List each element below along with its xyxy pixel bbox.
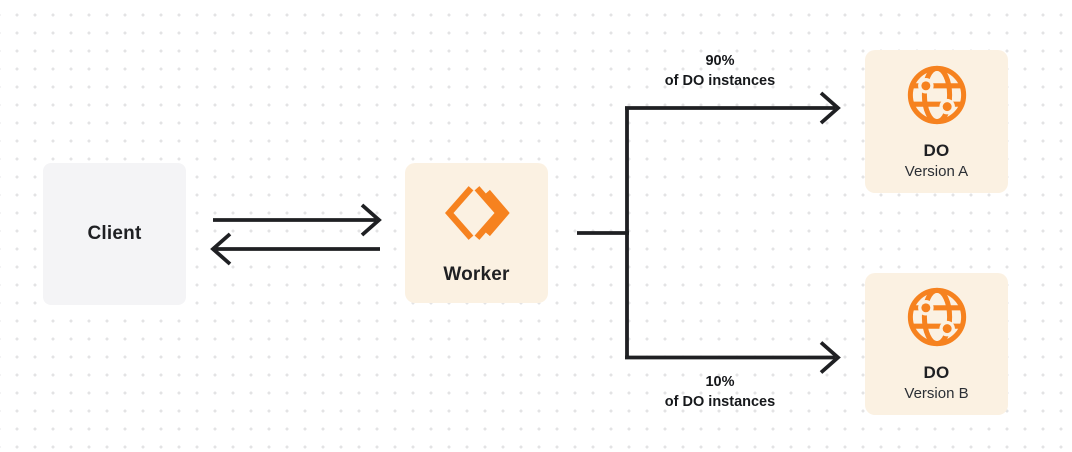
worker-label: Worker <box>443 263 510 285</box>
branch-a-label: 90% of DO instances <box>620 51 820 91</box>
arrow-branch-to-version-a <box>625 91 841 125</box>
node-client: Client <box>43 163 186 305</box>
branch-trunk-line <box>577 106 629 359</box>
globe-durable-object-icon <box>906 286 968 353</box>
client-label: Client <box>87 223 142 244</box>
arrow-client-to-worker <box>213 203 382 237</box>
node-worker: Worker <box>405 163 548 303</box>
do-b-title: DO <box>923 363 950 382</box>
branch-b-label: 10% of DO instances <box>620 372 820 412</box>
node-do-version-b: DO Version B <box>865 273 1008 415</box>
arrow-branch-to-version-b <box>625 341 841 374</box>
branch-b-caption: of DO instances <box>664 394 776 410</box>
node-do-version-a: DO Version A <box>865 50 1008 193</box>
do-a-subtitle: Version A <box>904 162 969 180</box>
branch-a-percent: 90% <box>705 53 735 69</box>
do-b-subtitle: Version B <box>904 385 969 402</box>
globe-durable-object-icon <box>906 64 968 131</box>
do-a-title: DO <box>923 140 950 160</box>
workers-chevrons-icon <box>439 183 515 248</box>
arrow-worker-to-client <box>210 232 380 266</box>
branch-a-caption: of DO instances <box>664 73 776 89</box>
branch-b-percent: 10% <box>705 374 735 390</box>
